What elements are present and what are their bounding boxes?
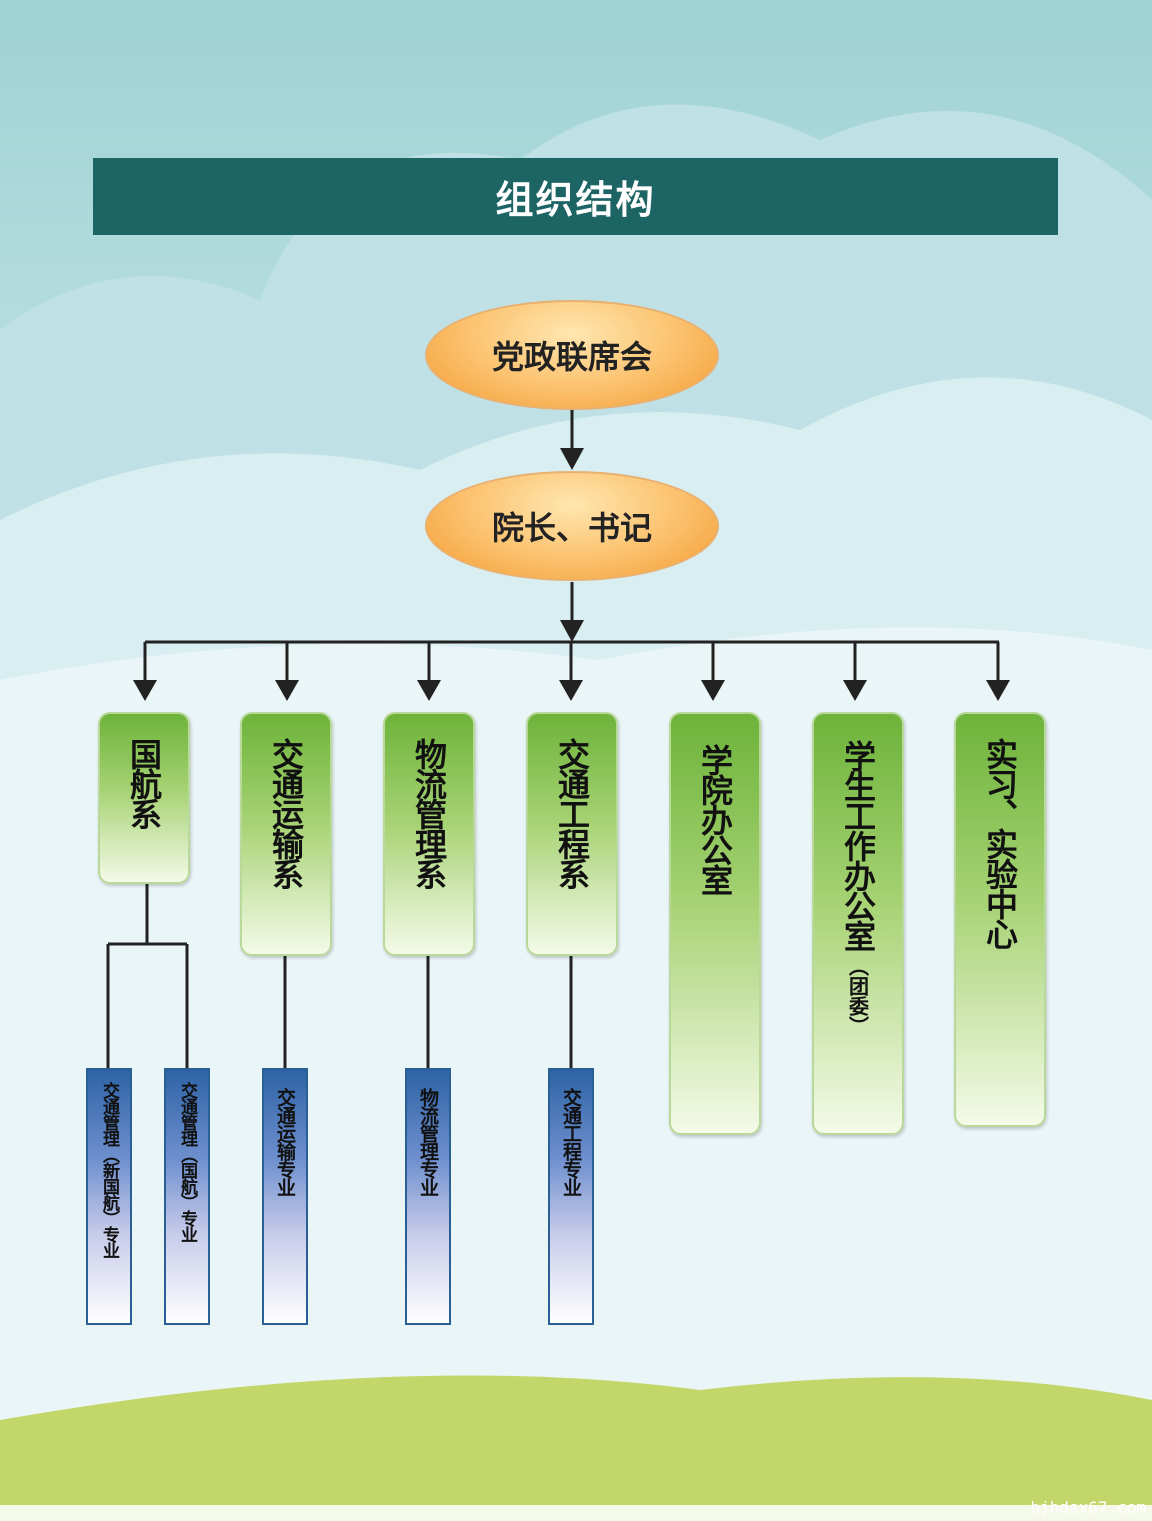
major-label: 物流管理专业 bbox=[417, 1088, 439, 1196]
dept-label: 学生工作办公室 bbox=[839, 740, 877, 950]
major-transport: 交通运输专业 bbox=[262, 1068, 308, 1325]
major-traffic-mgmt-guohang: 交通管理（国航）专业 bbox=[164, 1068, 210, 1325]
dept-label: 学院办公室 bbox=[696, 744, 734, 894]
node-party-joint-meeting: 党政联席会 bbox=[425, 300, 719, 410]
dept-college-office: 学院办公室 bbox=[669, 712, 761, 1135]
dept-practice-center: 实习、实验中心 bbox=[954, 712, 1046, 1127]
major-traffic-mgmt-new-guohang: 交通管理（新国航）专业 bbox=[86, 1068, 132, 1325]
dept-label: 实习、实验中心 bbox=[981, 738, 1019, 948]
watermark: bjhdsx67.com bbox=[1030, 1498, 1146, 1517]
dept-traffic-engineering: 交通工程系 bbox=[526, 712, 618, 956]
dept-guohang: 国航系 bbox=[98, 712, 190, 884]
dept-student-affairs: 学生工作办公室 （团委） bbox=[812, 712, 904, 1135]
page-title: 组织结构 bbox=[93, 158, 1058, 235]
major-label: 交通工程专业 bbox=[560, 1088, 582, 1196]
node-dean-secretary: 院长、书记 bbox=[425, 471, 719, 581]
major-label: 交通管理（国航）专业 bbox=[177, 1082, 197, 1242]
dept-sub-label: （团委） bbox=[845, 956, 870, 1036]
dept-transport: 交通运输系 bbox=[240, 712, 332, 956]
major-traffic-engineering: 交通工程专业 bbox=[548, 1068, 594, 1325]
dept-label: 物流管理系 bbox=[410, 738, 448, 888]
major-logistics: 物流管理专业 bbox=[405, 1068, 451, 1325]
major-label: 交通管理（新国航）专业 bbox=[99, 1082, 119, 1258]
dept-label: 国航系 bbox=[125, 738, 163, 828]
dept-logistics: 物流管理系 bbox=[383, 712, 475, 956]
dept-label: 交通工程系 bbox=[553, 738, 591, 888]
major-label: 交通运输专业 bbox=[274, 1088, 296, 1196]
dept-label: 交通运输系 bbox=[267, 738, 305, 888]
